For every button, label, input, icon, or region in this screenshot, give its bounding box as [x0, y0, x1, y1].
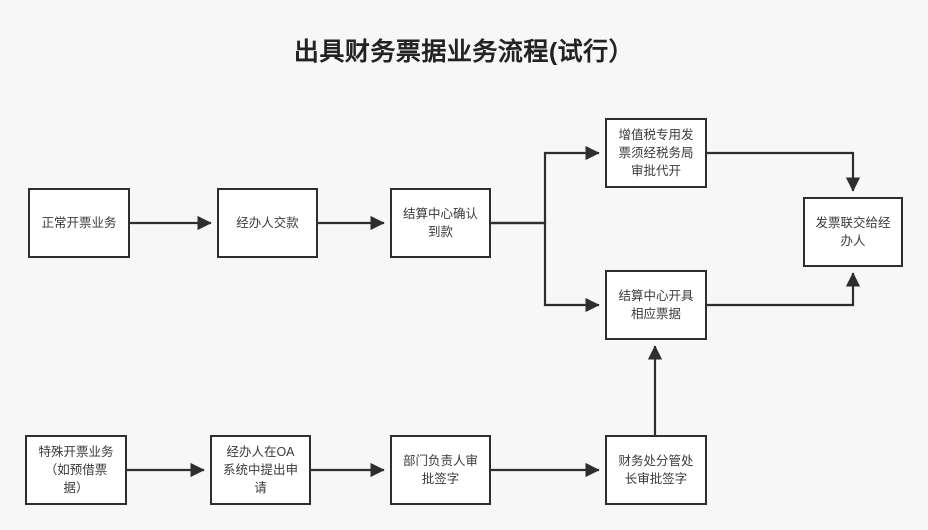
edge-confirm-to-issue — [491, 221, 600, 313]
node-label: 发票联交给经 办人 — [815, 215, 891, 248]
node-label: 增值税专用发 票须经税务局 审批代开 — [618, 127, 694, 179]
node-label: 经办人在OA 系统中提出申 请 — [222, 444, 298, 496]
node-settlement-center-confirm[interactable]: 结算中心确认 到款 — [390, 188, 491, 258]
node-label: 结算中心确认 到款 — [402, 206, 478, 239]
node-label: 部门负责人审 批签字 — [402, 453, 478, 486]
node-label: 特殊开票业务 （如预借票 据） — [38, 444, 114, 496]
node-handler-oa-application[interactable]: 经办人在OA 系统中提出申 请 — [210, 435, 311, 505]
page-title: 出具财务票据业务流程(试行） — [293, 38, 635, 66]
node-label: 经办人交款 — [236, 215, 299, 230]
node-finance-director-approval[interactable]: 财务处分管处 长审批签字 — [605, 435, 707, 505]
node-department-head-approval[interactable]: 部门负责人审 批签字 — [390, 435, 491, 505]
node-settlement-center-issue[interactable]: 结算中心开具 相应票据 — [605, 270, 707, 340]
node-label: 财务处分管处 长审批签字 — [618, 453, 694, 486]
node-vat-special-invoice-tax-bureau[interactable]: 增值税专用发 票须经税务局 审批代开 — [605, 118, 707, 188]
node-label: 正常开票业务 — [41, 215, 117, 230]
edge-confirm-to-vat — [491, 145, 600, 225]
node-normal-invoice-business[interactable]: 正常开票业务 — [28, 188, 130, 258]
edge-issue-to-invoice-copy — [707, 272, 861, 307]
node-label: 结算中心开具 相应票据 — [618, 288, 694, 321]
node-handler-pays[interactable]: 经办人交款 — [217, 188, 318, 258]
edge-vat-to-invoice-copy — [707, 151, 861, 192]
node-invoice-copy-to-handler[interactable]: 发票联交给经 办人 — [803, 197, 903, 267]
node-special-invoice-business[interactable]: 特殊开票业务 （如预借票 据） — [25, 435, 127, 505]
